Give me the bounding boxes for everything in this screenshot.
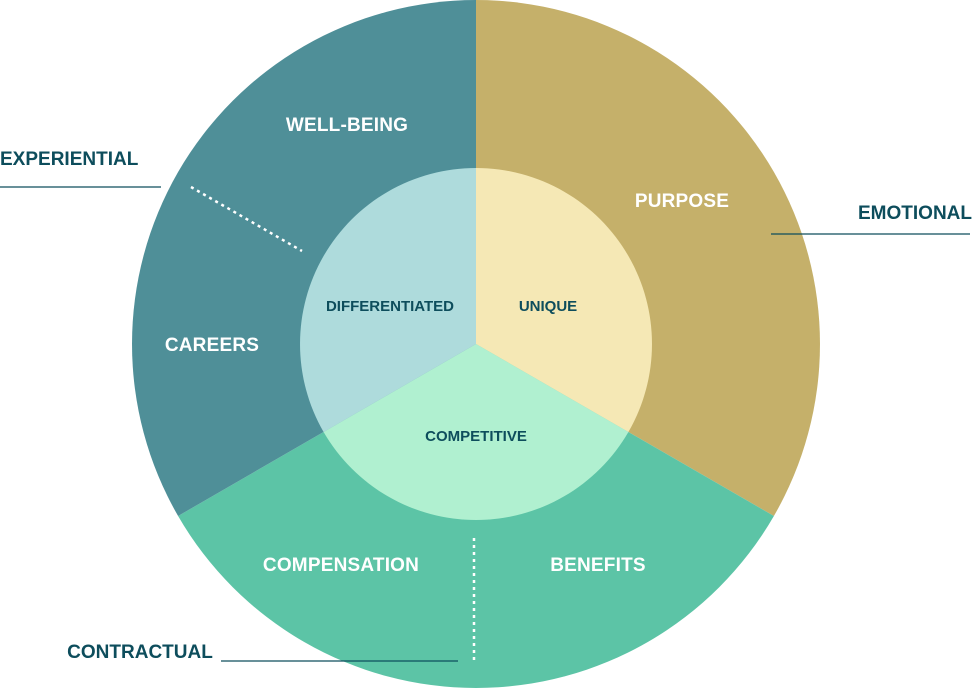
benefits-label: BENEFITS xyxy=(550,555,646,576)
differentiated-label: DIFFERENTIATED xyxy=(326,298,454,315)
careers-label: CAREERS xyxy=(165,335,259,356)
inner-circle xyxy=(300,168,652,520)
compensation-label: COMPENSATION xyxy=(263,555,419,576)
differentiated-sector xyxy=(300,168,476,432)
unique-sector xyxy=(476,168,652,432)
unique-label: UNIQUE xyxy=(519,298,577,315)
purpose-label: PURPOSE xyxy=(635,191,729,212)
competitive-sector xyxy=(323,344,629,520)
experiential-label: EXPERIENTIAL xyxy=(0,149,139,170)
well-being-label: WELL-BEING xyxy=(286,115,408,136)
competitive-label: COMPETITIVE xyxy=(425,428,527,445)
wellbeing-careers-divider xyxy=(190,185,303,253)
emotional-label: EMOTIONAL xyxy=(858,203,972,224)
contractual-label: CONTRACTUAL xyxy=(67,642,213,663)
